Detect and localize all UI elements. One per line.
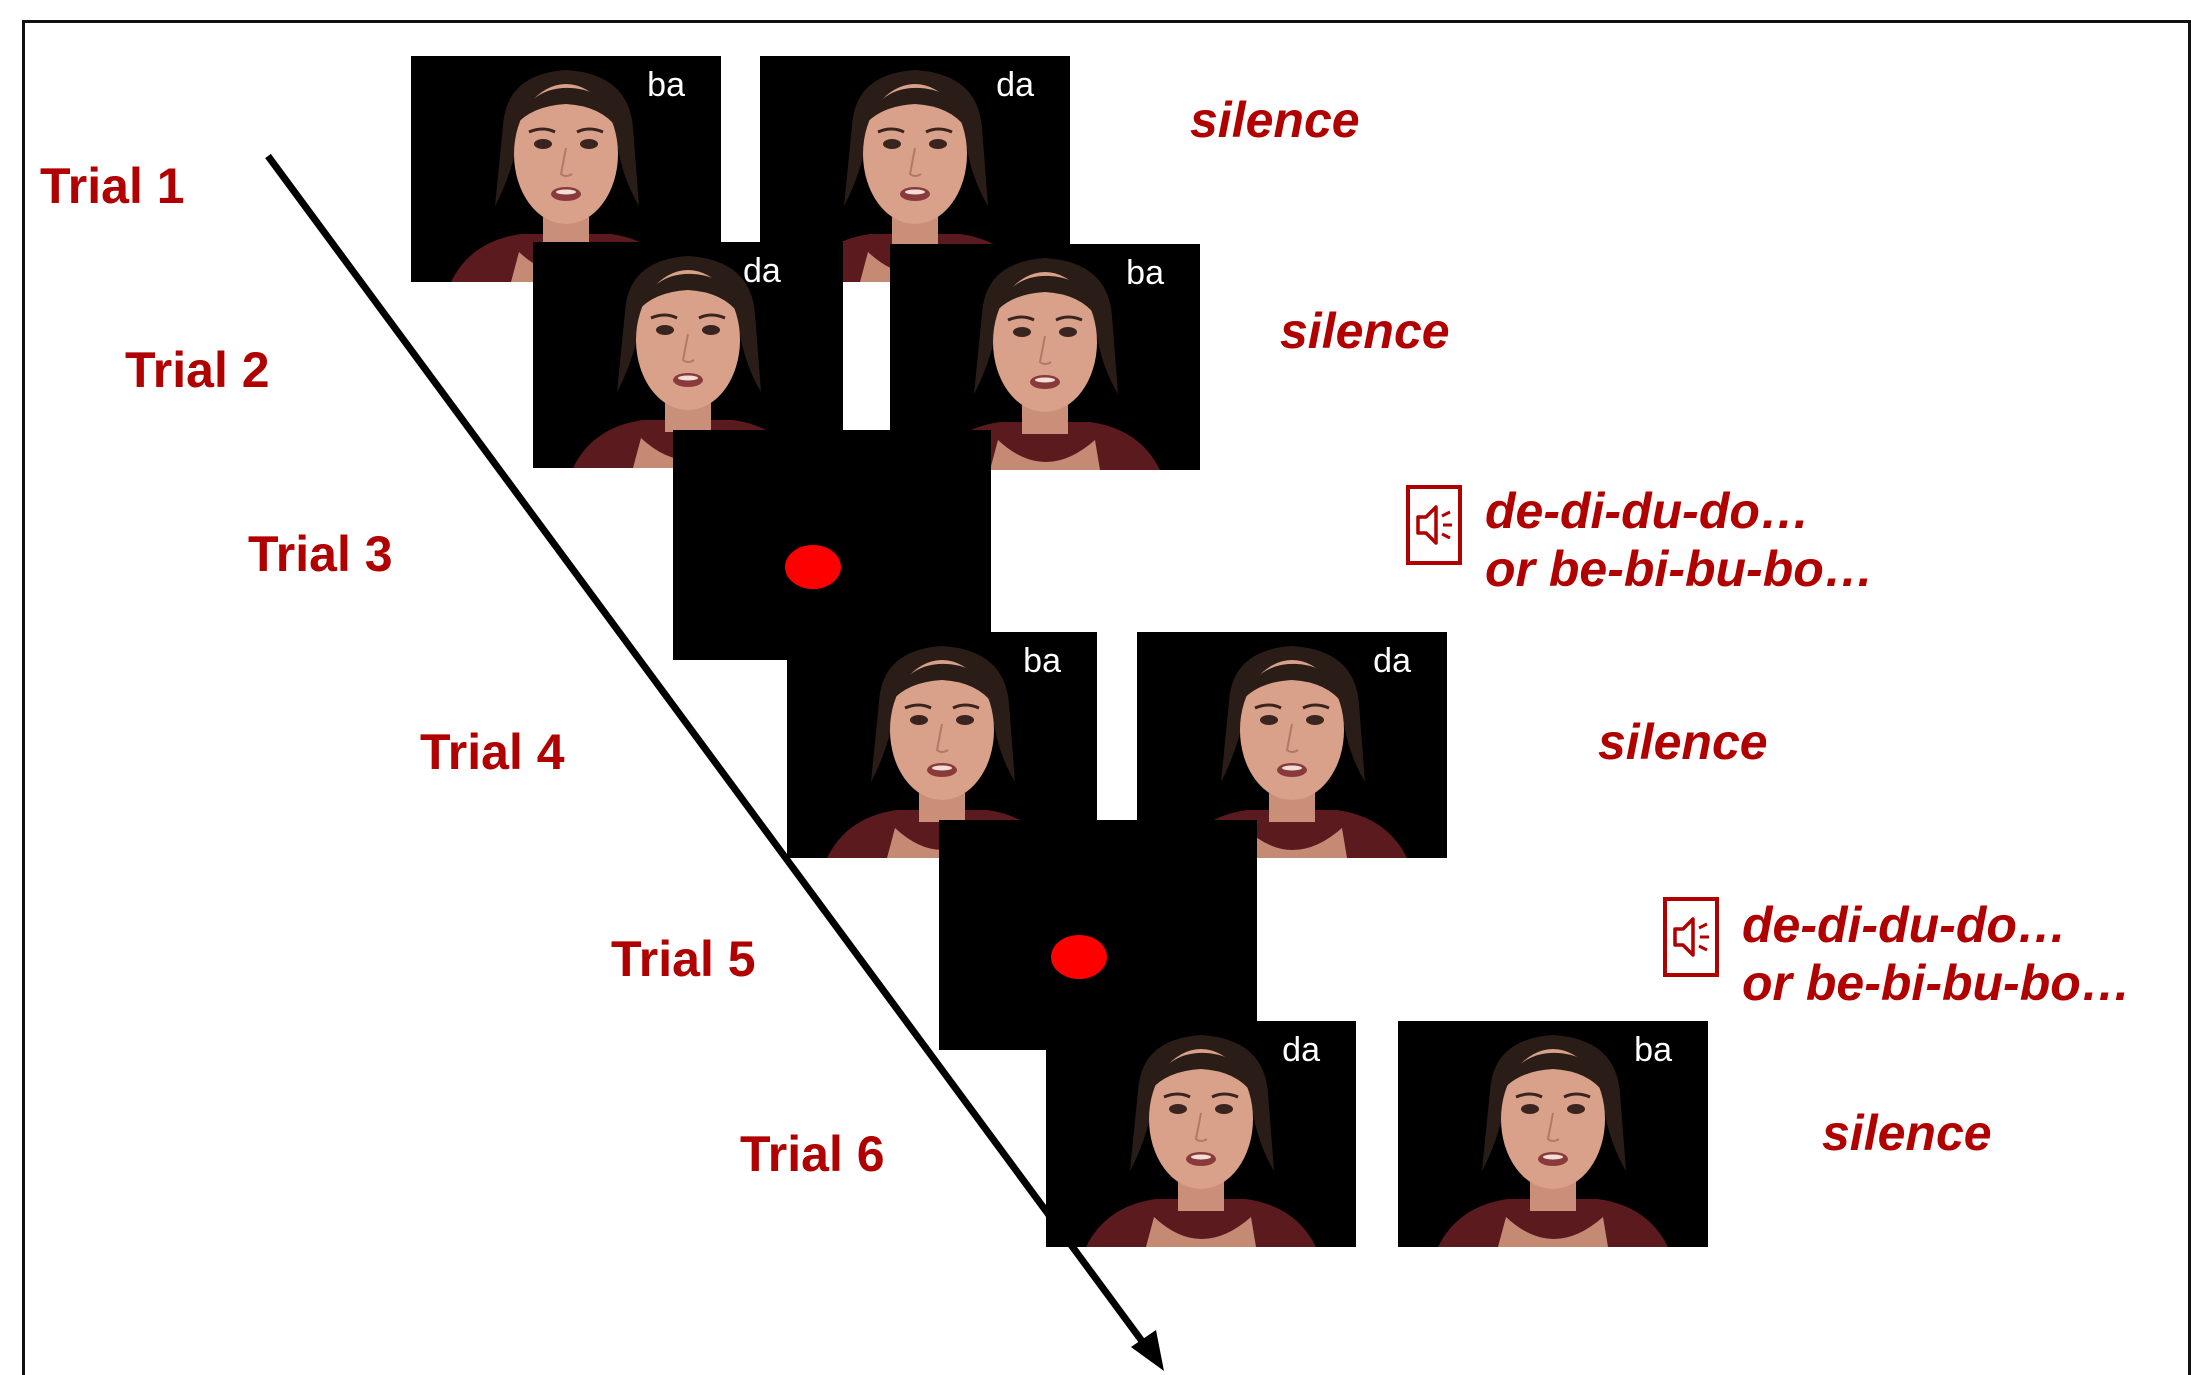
condition-trial-3: de-di-du-do… or be-bi-bu-bo…	[1485, 483, 1874, 598]
face-frame: da	[1137, 632, 1447, 858]
syllable-label: ba	[1634, 1031, 1672, 1069]
face-image	[1137, 632, 1447, 858]
syllable-label: ba	[1023, 642, 1061, 680]
trial-label-3: Trial 3	[248, 526, 393, 582]
figure-border	[22, 20, 2191, 1375]
syllable-label: da	[1373, 642, 1411, 680]
red-dot	[785, 545, 841, 589]
trial-label-6: Trial 6	[740, 1126, 885, 1182]
syllable-label: da	[743, 252, 781, 290]
condition-trial-4: silence	[1598, 714, 1768, 770]
fixation-screen	[673, 430, 991, 660]
syllable-label: da	[1282, 1031, 1320, 1069]
syllable-label: ba	[647, 66, 685, 104]
condition-trial-3-line-1: de-di-du-do…	[1485, 483, 1810, 539]
trial-label-4: Trial 4	[420, 724, 565, 780]
speaker-icon	[1663, 897, 1719, 977]
trial-label-2: Trial 2	[125, 342, 270, 398]
trial-label-1: Trial 1	[40, 158, 185, 214]
condition-trial-3-line-2: or be-bi-bu-bo…	[1485, 540, 1874, 597]
condition-trial-5-line-1: de-di-du-do…	[1742, 897, 2067, 953]
condition-trial-5: de-di-du-do… or be-bi-bu-bo…	[1742, 897, 2131, 1012]
syllable-label: da	[996, 66, 1034, 104]
trial-label-5: Trial 5	[611, 931, 756, 987]
red-dot	[1051, 935, 1107, 979]
face-frame: da	[1046, 1021, 1356, 1247]
fixation-screen	[939, 820, 1257, 1050]
face-frame: ba	[1398, 1021, 1708, 1247]
syllable-label: ba	[1126, 254, 1164, 292]
face-image	[1398, 1021, 1708, 1247]
condition-trial-6: silence	[1822, 1105, 1992, 1161]
speaker-icon	[1406, 485, 1462, 565]
condition-trial-5-line-2: or be-bi-bu-bo…	[1742, 954, 2131, 1011]
condition-trial-2: silence	[1280, 303, 1450, 359]
condition-trial-1: silence	[1190, 92, 1360, 148]
